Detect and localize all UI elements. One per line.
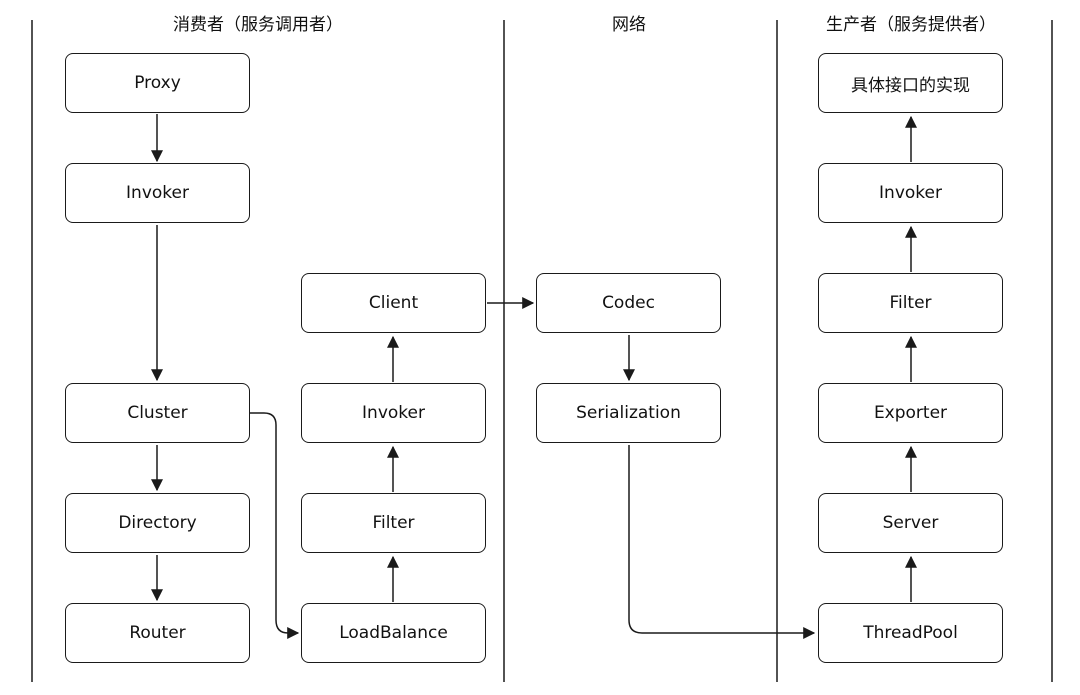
consumer-cluster-node: Cluster — [65, 383, 250, 443]
consumer-invoker2-node: Invoker — [301, 383, 486, 443]
provider-impl-node: 具体接口的实现 — [818, 53, 1003, 113]
network-codec-node: Codec — [536, 273, 721, 333]
consumer-invoker-node: Invoker — [65, 163, 250, 223]
provider-exporter-node: Exporter — [818, 383, 1003, 443]
provider-invoker-node: Invoker — [818, 163, 1003, 223]
network-column-title: 网络 — [612, 15, 646, 35]
consumer-filter-node: Filter — [301, 493, 486, 553]
arrow-serialization-to-threadpool — [628, 445, 816, 639]
provider-filter-node: Filter — [818, 273, 1003, 333]
arrow-cluster-to-loadbalance — [250, 412, 300, 639]
provider-threadpool-node: ThreadPool — [818, 603, 1003, 663]
consumer-client-node: Client — [301, 273, 486, 333]
consumer-column-title: 消费者（服务调用者） — [173, 15, 343, 35]
provider-column-title: 生产者（服务提供者） — [826, 15, 996, 35]
network-serialization-node: Serialization — [536, 383, 721, 443]
consumer-loadbalance-node: LoadBalance — [301, 603, 486, 663]
consumer-proxy-node: Proxy — [65, 53, 250, 113]
provider-server-node: Server — [818, 493, 1003, 553]
consumer-directory-node: Directory — [65, 493, 250, 553]
consumer-router-node: Router — [65, 603, 250, 663]
